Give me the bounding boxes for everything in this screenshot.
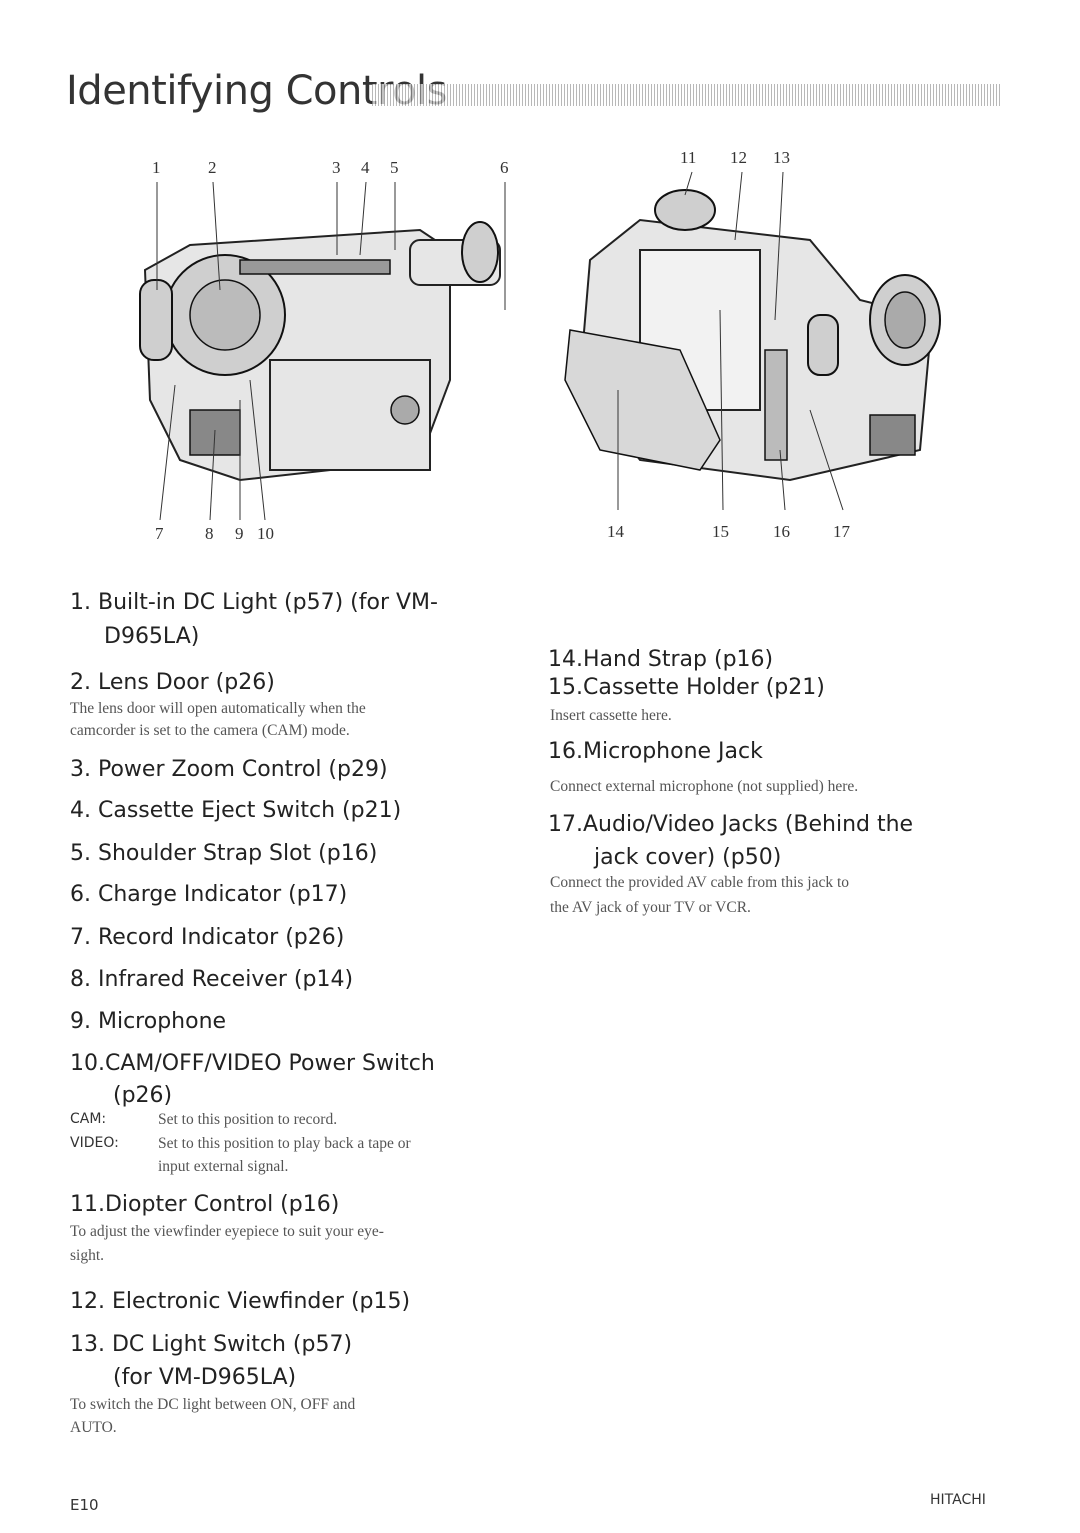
item-13-desc: To switch the DC light between ON, OFF a… — [70, 1396, 356, 1413]
item-16-desc: Connect external microphone (not supplie… — [550, 778, 859, 795]
callout-4: 4 — [361, 158, 370, 177]
item-11-desc: To adjust the viewfinder eyepiece to sui… — [70, 1223, 384, 1240]
item-9-heading: 9. Microphone — [70, 1009, 227, 1034]
callout-16: 16 — [773, 522, 790, 541]
callout-13: 13 — [773, 148, 790, 167]
item-15-desc: Insert cassette here. — [550, 707, 672, 724]
item-15-heading: 15.Cassette Holder (p21) — [548, 675, 825, 700]
item-10-heading: 10.CAM/OFF/VIDEO Power Switch — [70, 1051, 435, 1076]
item-17-heading: 17.Audio/Video Jacks (Behind the — [548, 812, 914, 837]
item-17-desc: Connect the provided AV cable from this … — [550, 874, 850, 891]
callout-10: 10 — [257, 524, 274, 543]
item-2-heading: 2. Lens Door (p26) — [70, 670, 275, 695]
item-7-heading: 7. Record Indicator (p26) — [70, 925, 345, 950]
brand-name: HITACHI — [930, 1492, 986, 1508]
item-4-heading: 4. Cassette Eject Switch (p21) — [70, 798, 402, 823]
callout-3: 3 — [332, 158, 341, 177]
item-17-heading-cont: jack cover) (p50) — [594, 845, 782, 870]
item-14-heading: 14.Hand Strap (p16) — [548, 647, 774, 672]
video-desc-cont: input external signal. — [158, 1158, 289, 1175]
callout-14: 14 — [607, 522, 624, 541]
callout-11: 11 — [680, 148, 697, 167]
callout-5: 5 — [390, 158, 399, 177]
callout-6: 6 — [500, 158, 509, 177]
item-13-desc-cont: AUTO. — [70, 1419, 117, 1436]
item-2-desc-cont: camcorder is set to the camera (CAM) mod… — [70, 722, 350, 739]
video-label: VIDEO: — [70, 1135, 119, 1151]
callout-7: 7 — [155, 524, 164, 543]
item-13-heading: 13. DC Light Switch (p57) — [70, 1332, 353, 1357]
item-16-heading: 16.Microphone Jack — [548, 739, 763, 764]
item-11-desc-cont: sight. — [70, 1247, 105, 1264]
camcorder-front-illustration — [139, 181, 506, 521]
item-12-heading: 12. Electronic Viewfinder (p15) — [70, 1289, 411, 1314]
item-1-heading: 1. Built-in DC Light (p57) (for VM- — [70, 590, 438, 615]
item-5-heading: 5. Shoulder Strap Slot (p16) — [70, 841, 378, 866]
item-11-heading: 11.Diopter Control (p16) — [70, 1192, 340, 1217]
callout-17: 17 — [833, 522, 850, 541]
callout-15: 15 — [712, 522, 729, 541]
title-hatch-divider — [372, 84, 1000, 106]
page-number: E10 — [70, 1496, 99, 1514]
camcorder-rear-illustration — [564, 171, 941, 511]
callout-12: 12 — [730, 148, 747, 167]
cam-desc: Set to this position to record. — [158, 1111, 338, 1128]
item-17-desc-cont: the AV jack of your TV or VCR. — [550, 899, 751, 916]
item-2-desc: The lens door will open automatically wh… — [70, 700, 366, 717]
callout-2: 2 — [208, 158, 217, 177]
item-13-heading-cont: (for VM-D965LA) — [113, 1365, 297, 1390]
callout-9: 9 — [235, 524, 244, 543]
item-1-heading-cont: D965LA) — [104, 624, 200, 649]
callout-8: 8 — [205, 524, 214, 543]
item-3-heading: 3. Power Zoom Control (p29) — [70, 757, 388, 782]
video-desc: Set to this position to play back a tape… — [158, 1135, 411, 1152]
callout-1: 1 — [152, 158, 161, 177]
item-6-heading: 6. Charge Indicator (p17) — [70, 882, 348, 907]
item-8-heading: 8. Infrared Receiver (p14) — [70, 967, 354, 992]
cam-label: CAM: — [70, 1111, 107, 1127]
item-10-heading-cont: (p26) — [113, 1083, 173, 1108]
